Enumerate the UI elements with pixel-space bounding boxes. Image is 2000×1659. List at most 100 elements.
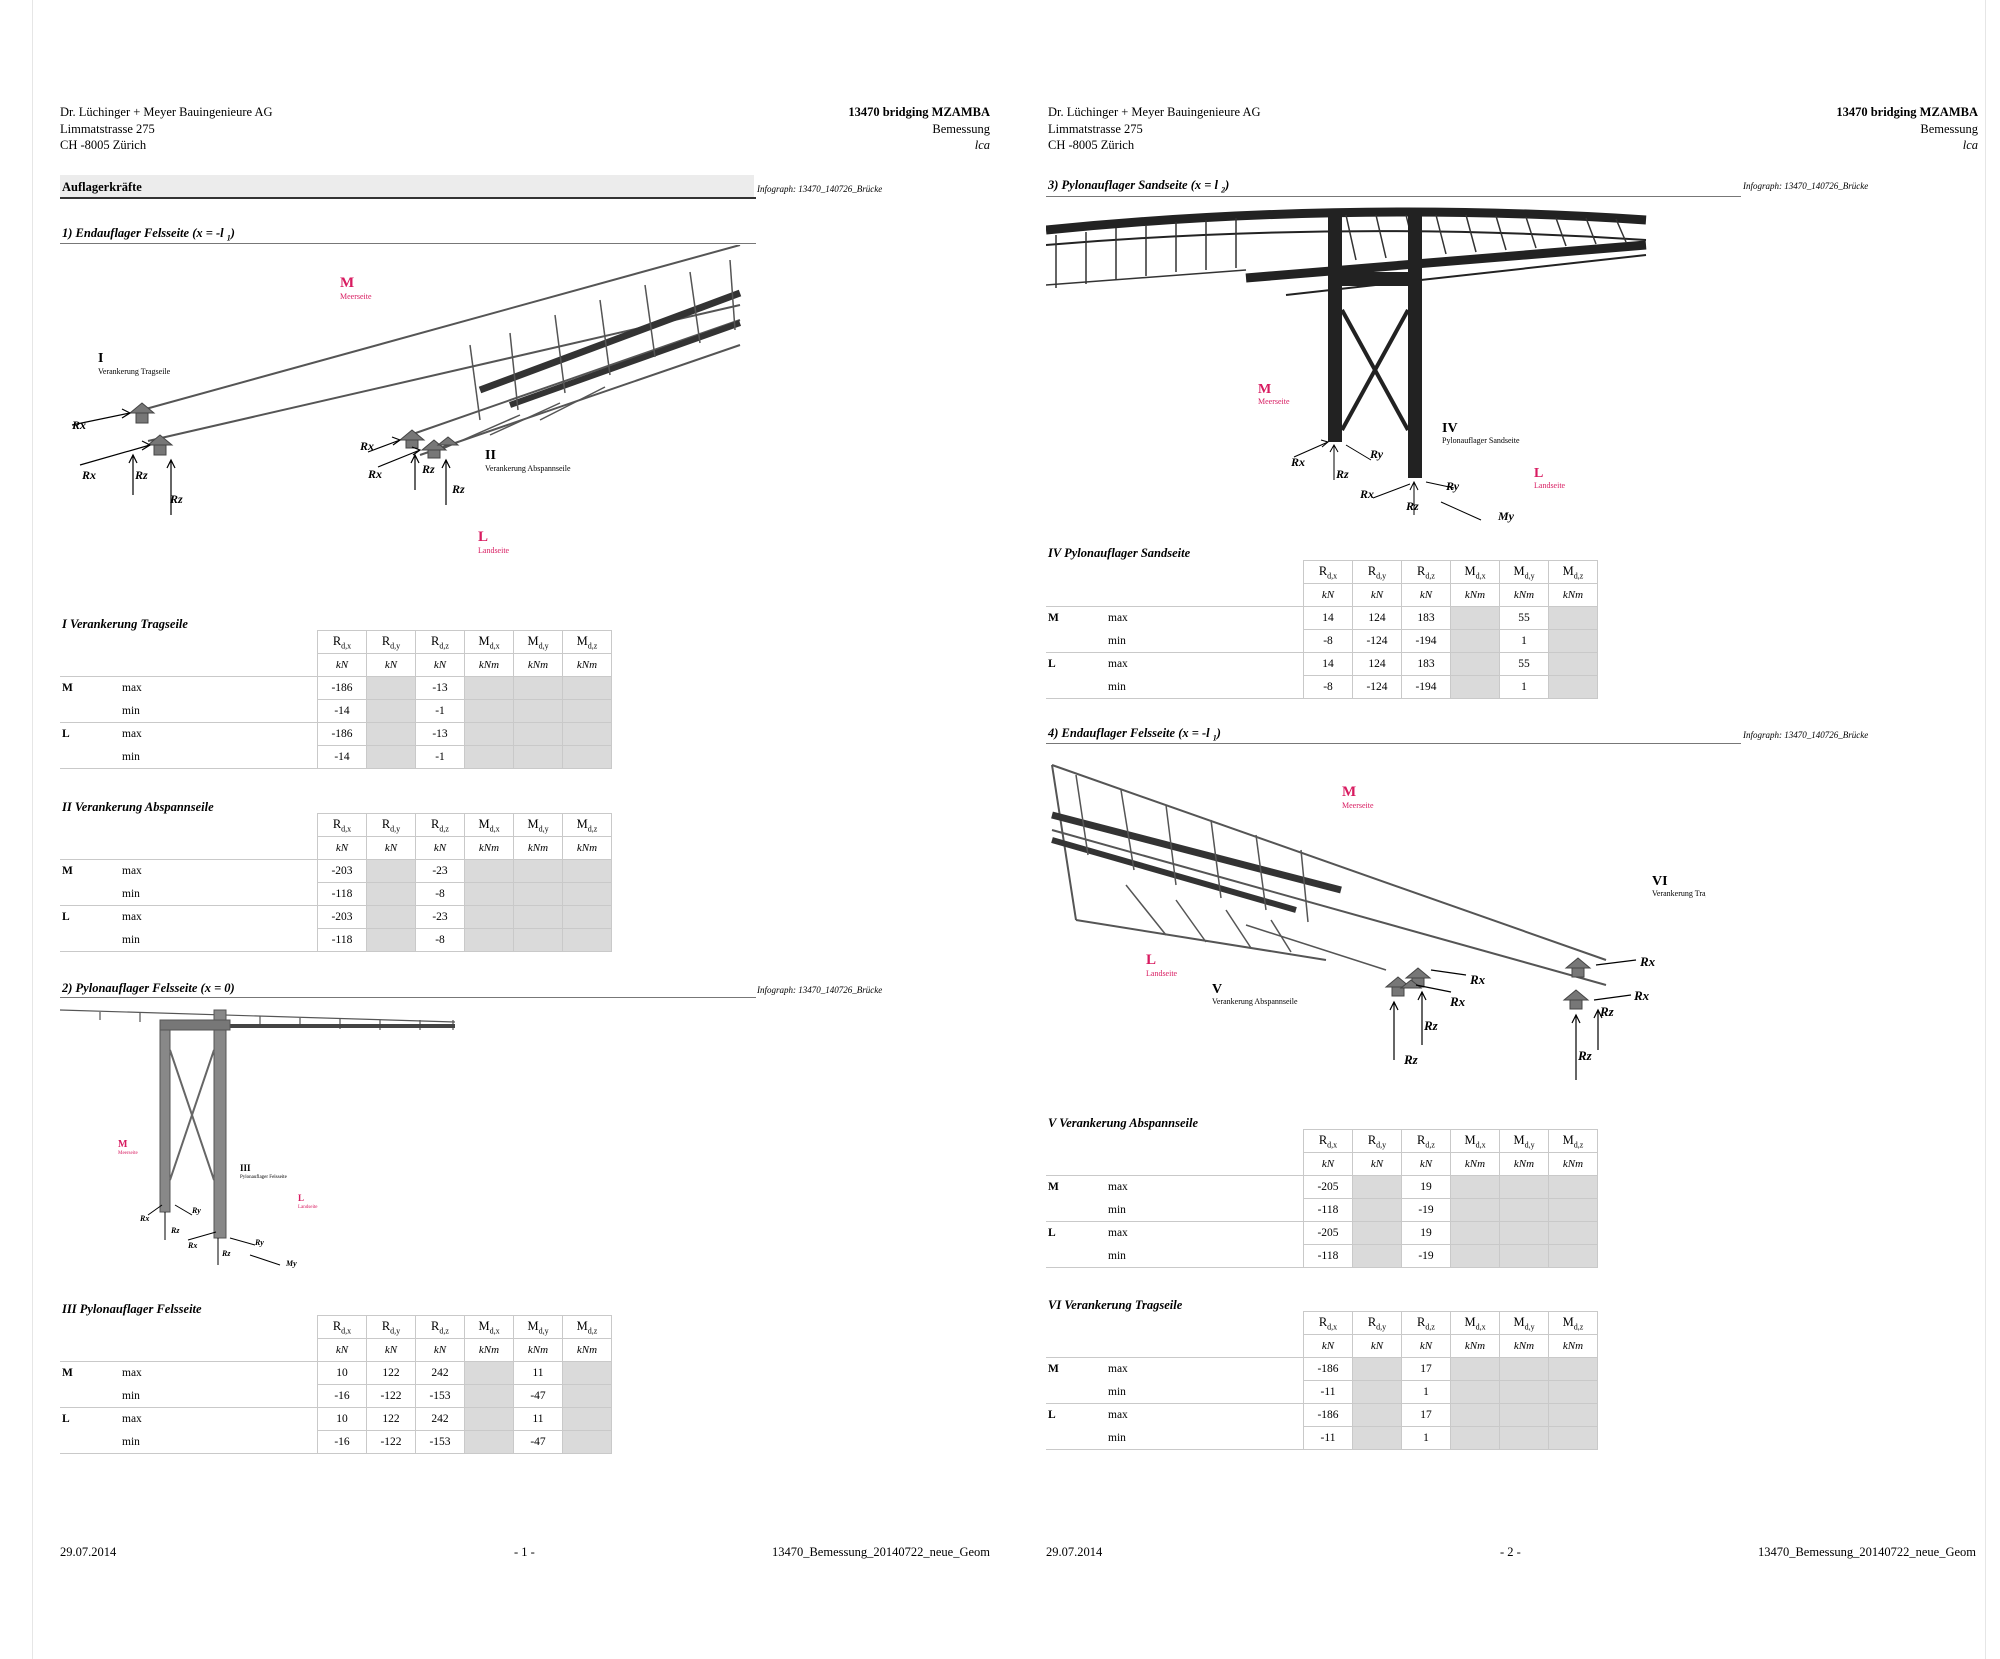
svg-text:Landseite: Landseite [1146,969,1178,978]
column-header: Rd,z [415,813,465,837]
svg-text:Rx: Rx [359,439,374,453]
table-cell [464,1384,514,1408]
column-unit: kNm [1499,583,1549,607]
table-row: min-118-19 [1046,1198,1598,1222]
section-1-rule [60,243,756,244]
column-header: Rd,x [317,1315,367,1339]
table-cell: 55 [1499,652,1549,676]
column-header: Md,x [464,1315,514,1339]
company-address-p2: Dr. Lüchinger + Meyer Bauingenieure AG L… [1048,105,1261,152]
svg-text:Pylonauflager Sandseite: Pylonauflager Sandseite [1442,436,1520,445]
page-edge-left [32,0,33,1659]
svg-text:My: My [1497,509,1515,523]
column-unit: kN [366,836,416,860]
column-unit: kN [366,1338,416,1362]
table-cell [1548,1357,1598,1381]
svg-text:Verankerung Tragseile: Verankerung Tragseile [1652,889,1706,898]
table-cell: -194 [1401,675,1451,699]
table-cell [513,928,563,952]
svg-text:Rz: Rz [221,1249,231,1258]
column-unit: kN [1352,1334,1402,1358]
column-unit: kNm [562,653,612,677]
table-cell: 122 [366,1407,416,1431]
column-header: Md,z [1548,560,1598,584]
table-cell [464,722,514,746]
project-info-p1: 13470 bridging MZAMBA Bemessung lca [690,104,990,154]
table-cell: -203 [317,859,367,883]
row-side: M [60,676,122,700]
table-cell [1352,1426,1402,1450]
table-cell [513,699,563,723]
table-cell [1352,1221,1402,1245]
column-header: Rd,z [415,1315,465,1339]
table-cell: 124 [1352,606,1402,630]
row-side: L [1046,652,1108,676]
table-cell: -19 [1401,1244,1451,1268]
table-cell: -47 [513,1384,563,1408]
svg-text:Ry: Ry [254,1238,264,1247]
table-cell [1499,1198,1549,1222]
column-header: Rd,y [366,1315,416,1339]
svg-text:Rz: Rz [451,482,465,496]
column-unit: kN [317,653,367,677]
infograph-ref-2: Infograph: 13470_140726_Brücke [757,985,883,995]
column-unit: kN [415,653,465,677]
svg-text:VI: VI [1652,874,1668,889]
table-cell: -11 [1303,1426,1353,1450]
company-name: Dr. Lüchinger + Meyer Bauingenieure AG [60,105,273,119]
table-cell [464,676,514,700]
table-cell: 10 [317,1407,367,1431]
column-unit: kNm [464,653,514,677]
table-cell [1548,1380,1598,1404]
column-unit: kN [1401,1152,1451,1176]
table-cell: -8 [415,882,465,906]
row-side [60,883,122,906]
row-side: M [60,859,122,883]
table-cell: -8 [1303,675,1353,699]
table-cell: 242 [415,1361,465,1385]
table-2-title: II Verankerung Abspannseile [62,800,214,814]
table-cell: 19 [1401,1175,1451,1199]
footer-date-p1: 29.07.2014 [60,1545,117,1559]
table-cell: 14 [1303,606,1353,630]
table-cell: -13 [415,676,465,700]
svg-text:Rx: Rx [1639,954,1656,969]
table-cell: -186 [317,676,367,700]
column-header: Rd,z [1401,1129,1451,1153]
column-unit: kN [1303,583,1353,607]
svg-text:Landseite: Landseite [478,546,510,555]
table-row: min-16-122-153-47 [60,1384,612,1408]
table-cell [1450,606,1500,630]
svg-text:Meerseite: Meerseite [118,1151,138,1156]
table-cell [1548,675,1598,699]
row-side [60,928,122,952]
column-header: Rd,x [1303,1311,1353,1335]
row-type: max [1108,1357,1304,1381]
table-cell [366,859,416,883]
row-type: min [122,704,140,717]
column-unit: kNm [562,1338,612,1362]
table-cell: -186 [1303,1403,1353,1427]
column-unit: kNm [1548,1334,1598,1358]
row-type: max [122,1361,318,1385]
table-cell: -47 [513,1430,563,1454]
column-unit: kN [1303,1334,1353,1358]
table-cell [1450,1380,1500,1404]
table-cell [464,1407,514,1431]
company-street: Limmatstrasse 275 [60,121,155,136]
column-unit: kN [1401,1334,1451,1358]
diagram-pylonauflager-felsseite: Rx Rz Ry Rx Rz Ry My M Meerseite III Pyl… [60,1009,456,1268]
table-cell: -8 [1303,629,1353,653]
table-cell: -14 [317,699,367,723]
